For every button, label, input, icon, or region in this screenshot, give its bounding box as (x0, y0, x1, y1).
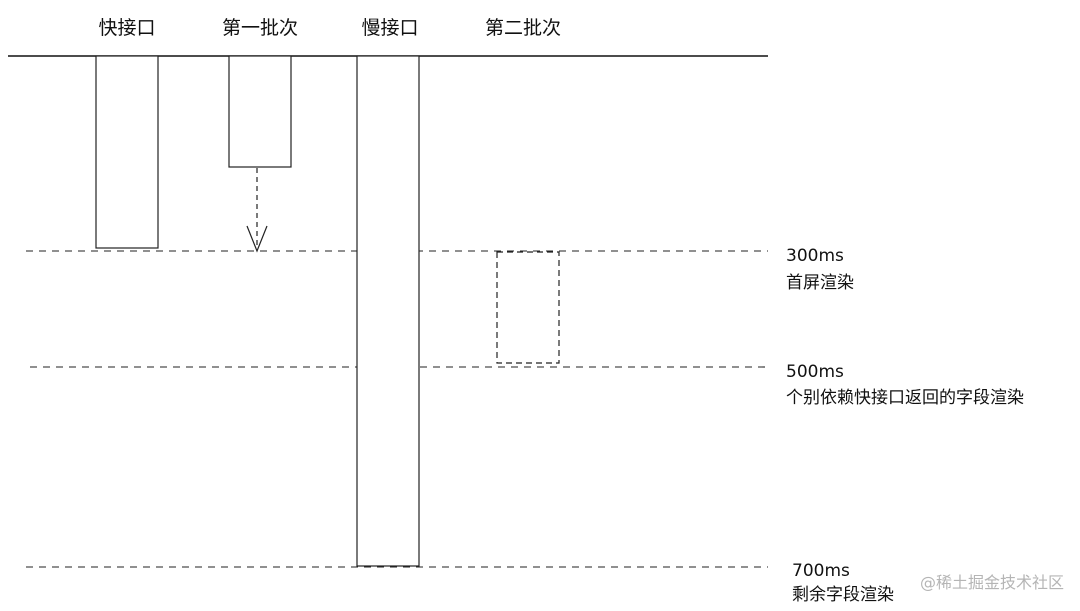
marker-time-300ms: 300ms (786, 246, 844, 266)
marker-label-partial-field-render: 个别依赖快接口返回的字段渲染 (786, 388, 1024, 408)
fast-api-duration-box (95, 55, 159, 249)
column-label-fast-api: 快接口 (98, 17, 155, 39)
marker-label-first-screen-render: 首屏渲染 (786, 273, 854, 293)
first-batch-duration-box (228, 55, 292, 168)
slow-api-duration-box (356, 55, 420, 567)
first-batch-wait-arrow (246, 168, 268, 253)
marker-time-700ms: 700ms (792, 561, 850, 581)
column-label-second-batch: 第二批次 (485, 17, 561, 39)
column-label-first-batch: 第一批次 (222, 17, 298, 39)
second-batch-duration-box (496, 251, 560, 364)
marker-label-remaining-field-render: 剩余字段渲染 (792, 585, 894, 605)
marker-time-500ms: 500ms (786, 362, 844, 382)
column-label-slow-api: 慢接口 (361, 17, 418, 39)
watermark: @稀土掘金技术社区 (920, 573, 1064, 592)
